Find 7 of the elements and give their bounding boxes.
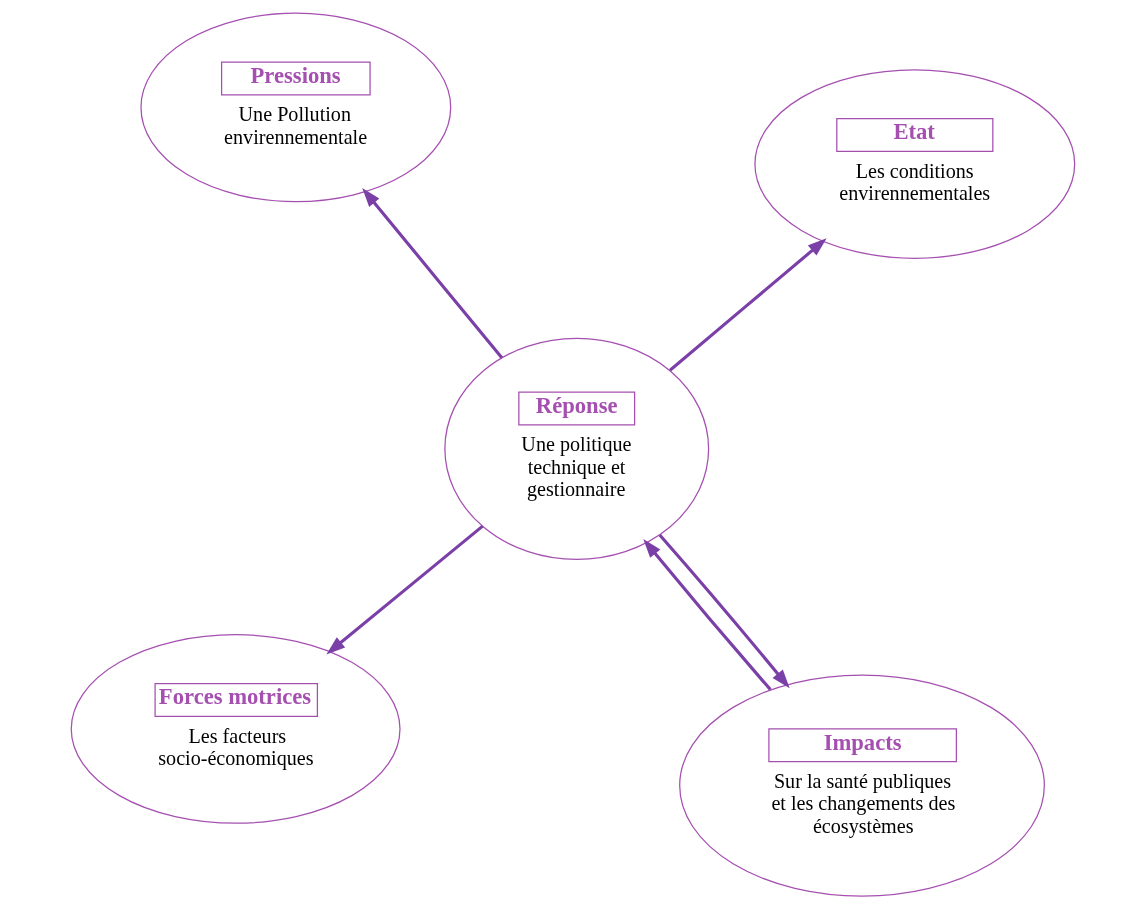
arrow: [642, 539, 772, 691]
node-ellipse: Impacts Sur la santé publiques et les changements des écosystèmes: [678, 674, 1045, 897]
arrow: [668, 238, 827, 372]
node-ellipse: Pressions Une Pollution envirennementale: [139, 12, 451, 203]
arrow: [361, 188, 503, 359]
arrow: [325, 524, 484, 655]
arrow: [658, 533, 790, 689]
